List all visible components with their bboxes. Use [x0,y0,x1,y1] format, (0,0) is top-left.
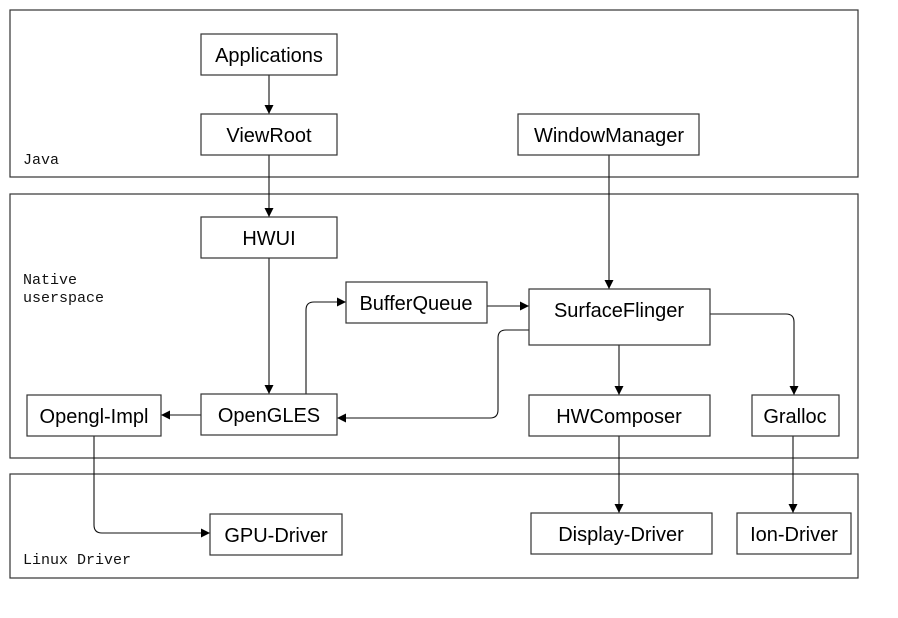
layer-java: Java [9,9,859,178]
node-hwui-label: HWUI [242,228,295,250]
node-opengl-impl-label: Opengl-Impl [40,406,149,428]
node-ion-driver: Ion-Driver [736,512,852,555]
node-applications-label: Applications [215,45,323,67]
node-gpu-driver-label: GPU-Driver [224,525,328,547]
node-display-driver-label: Display-Driver [558,524,684,546]
node-gpu-driver: GPU-Driver [209,513,343,556]
node-gralloc: Gralloc [751,394,840,437]
edge-opengles-bufferqueue [305,297,346,394]
layer-linux-label: Linux Driver [23,552,131,569]
node-applications: Applications [200,33,338,76]
layer-native-label-line2: userspace [23,290,104,307]
node-opengles-label: OpenGLES [218,405,320,427]
node-bufferqueue-label: BufferQueue [359,293,472,315]
node-windowmanager: WindowManager [517,113,700,156]
node-display-driver: Display-Driver [530,512,713,555]
node-bufferqueue: BufferQueue [345,281,488,324]
node-opengl-impl: Opengl-Impl [26,394,162,437]
edge-surfaceflinger-gralloc [710,313,799,395]
node-viewroot-label: ViewRoot [226,125,312,147]
node-surfaceflinger-label: SurfaceFlinger [554,300,684,322]
edges [93,75,799,538]
edge-surfaceflinger-opengles [337,329,529,423]
node-hwui: HWUI [200,216,338,259]
edge-openglimpl-gpudriver [93,436,210,538]
node-opengles: OpenGLES [200,393,338,436]
node-surfaceflinger: SurfaceFlinger [528,288,711,346]
node-hwcomposer: HWComposer [528,394,711,437]
node-ion-driver-label: Ion-Driver [750,524,838,546]
node-viewroot: ViewRoot [200,113,338,156]
node-windowmanager-label: WindowManager [534,125,684,147]
node-gralloc-label: Gralloc [763,406,826,428]
node-hwcomposer-label: HWComposer [556,406,682,428]
layer-java-label: Java [23,152,59,169]
layer-linux-driver: Linux Driver [9,473,859,579]
layer-native-label-line1: Native [23,272,77,289]
